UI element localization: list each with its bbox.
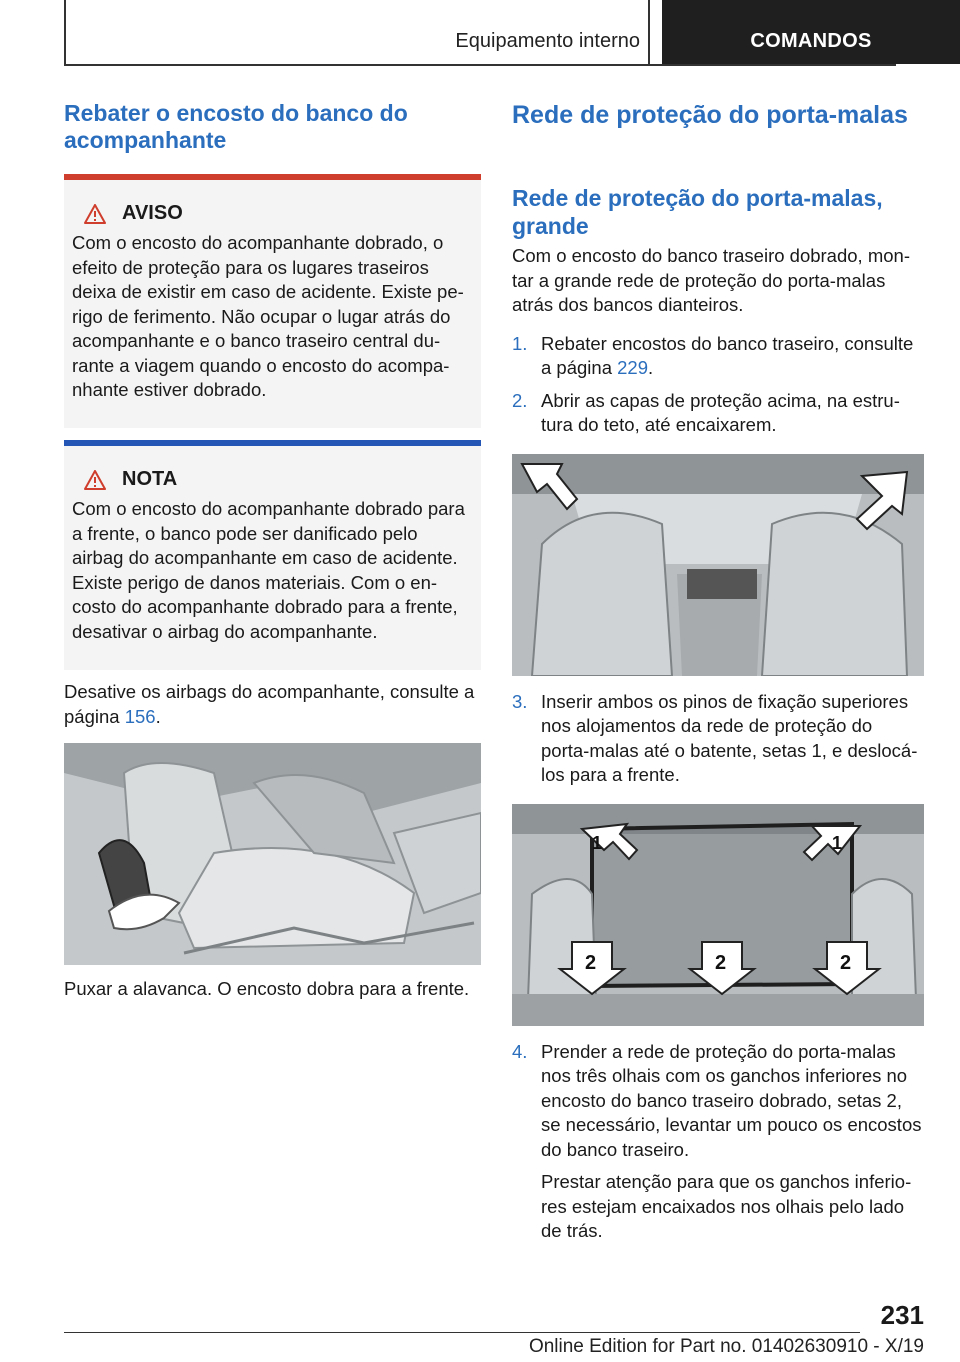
arrow-label-2-left: 2	[585, 952, 596, 974]
header-divider-mid	[648, 0, 650, 66]
step-number: 3.	[512, 690, 528, 712]
page-link-229[interactable]: 229	[617, 357, 648, 378]
roof-covers-illustration	[512, 453, 924, 676]
arrow-label-1-left: 1	[592, 833, 602, 853]
arrow-label-2-right: 2	[840, 952, 851, 974]
net-installation-illustration: 1 1 2 2 2	[512, 803, 924, 1026]
airbag-text-end: .	[155, 705, 161, 727]
section-title-cargo-net: Rede de proteção do porta-malas	[512, 101, 908, 129]
note-box: NOTA Com o encosto do acompanhante dobra…	[64, 440, 481, 670]
header-rule	[64, 64, 896, 66]
step-number: 2.	[512, 389, 528, 411]
header-section-title: Equipamento interno	[455, 30, 640, 52]
step-text: Rebater encostos do banco traseiro, cons…	[541, 332, 924, 381]
arrow-label-2-middle: 2	[715, 952, 726, 974]
warning-triangle-icon	[84, 203, 106, 224]
intro-paragraph: Com o encosto do banco traseiro dobrado,…	[512, 245, 910, 315]
arrow-label-1-right: 1	[832, 833, 842, 853]
step-number: 1.	[512, 332, 528, 354]
footer-rule	[64, 1332, 860, 1333]
airbag-paragraph: Desative os airbags do acompanhante, con…	[64, 680, 481, 729]
note-header: NOTA	[72, 468, 473, 491]
section-title-fold-backrest: Rebater o encosto do banco do acompanhan…	[64, 100, 408, 153]
header-divider-left	[64, 0, 66, 66]
note-text: Com o encosto do acompanhante dobrado pa…	[72, 498, 465, 642]
warning-triangle-icon	[84, 469, 106, 490]
list-item: 1. Rebater encostos do banco traseiro, c…	[512, 332, 924, 381]
page-link-156[interactable]: 156	[124, 705, 156, 727]
step-text-body: Prender a rede de proteção do porta-mala…	[541, 1040, 922, 1160]
step-extra-note: Prestar atenção para que os ganchos infe…	[541, 1171, 912, 1241]
seat-caption: Puxar a alavanca. O encosto dobra para a…	[64, 978, 470, 999]
note-label: NOTA	[122, 468, 178, 490]
warning-header: AVISO	[72, 202, 473, 225]
airbag-text: Desative os airbags do acompanhante, con…	[64, 681, 475, 727]
steps-list: 1. Rebater encostos do banco traseiro, c…	[512, 332, 924, 438]
right-column: Rede de proteção do porta-malas Rede de …	[512, 100, 924, 1244]
seat-lever-illustration	[64, 743, 481, 965]
steps-list-continued: 3. Inserir ambos os pinos de fixação sup…	[512, 690, 924, 788]
page-number: 231	[880, 1300, 924, 1330]
footer-edition: Online Edition for Part no. 01402630910 …	[528, 1336, 924, 1357]
header-chapter-tab: COMANDOS	[662, 0, 960, 64]
list-item: 2. Abrir as capas de proteção acima, na …	[512, 389, 924, 438]
list-item: 3. Inserir ambos os pinos de fixação sup…	[512, 690, 924, 788]
step-number: 4.	[512, 1040, 528, 1062]
steps-list-final: 4. Prender a rede de proteção do porta-m…	[512, 1040, 924, 1244]
warning-label: AVISO	[122, 202, 183, 224]
step-text: Abrir as capas de proteção acima, na est…	[541, 389, 900, 436]
list-item: 4. Prender a rede de proteção do porta-m…	[512, 1040, 924, 1244]
left-column: Rebater o encosto do banco do acompanhan…	[64, 100, 481, 1002]
warning-text: Com o encosto do acompanhante dobrado, o…	[72, 232, 464, 400]
warning-box: AVISO Com o encosto do acompanhante dobr…	[64, 174, 481, 428]
step-text: Prender a rede de proteção do porta-mala…	[541, 1040, 924, 1244]
step-text-body: Rebater encostos do banco traseiro, cons…	[541, 332, 914, 379]
step-text: Inserir ambos os pinos de fixação superi…	[541, 690, 918, 786]
subsection-title-large-net: Rede de proteção do porta-malas, grande	[512, 185, 883, 239]
step-text-end: .	[648, 357, 654, 378]
